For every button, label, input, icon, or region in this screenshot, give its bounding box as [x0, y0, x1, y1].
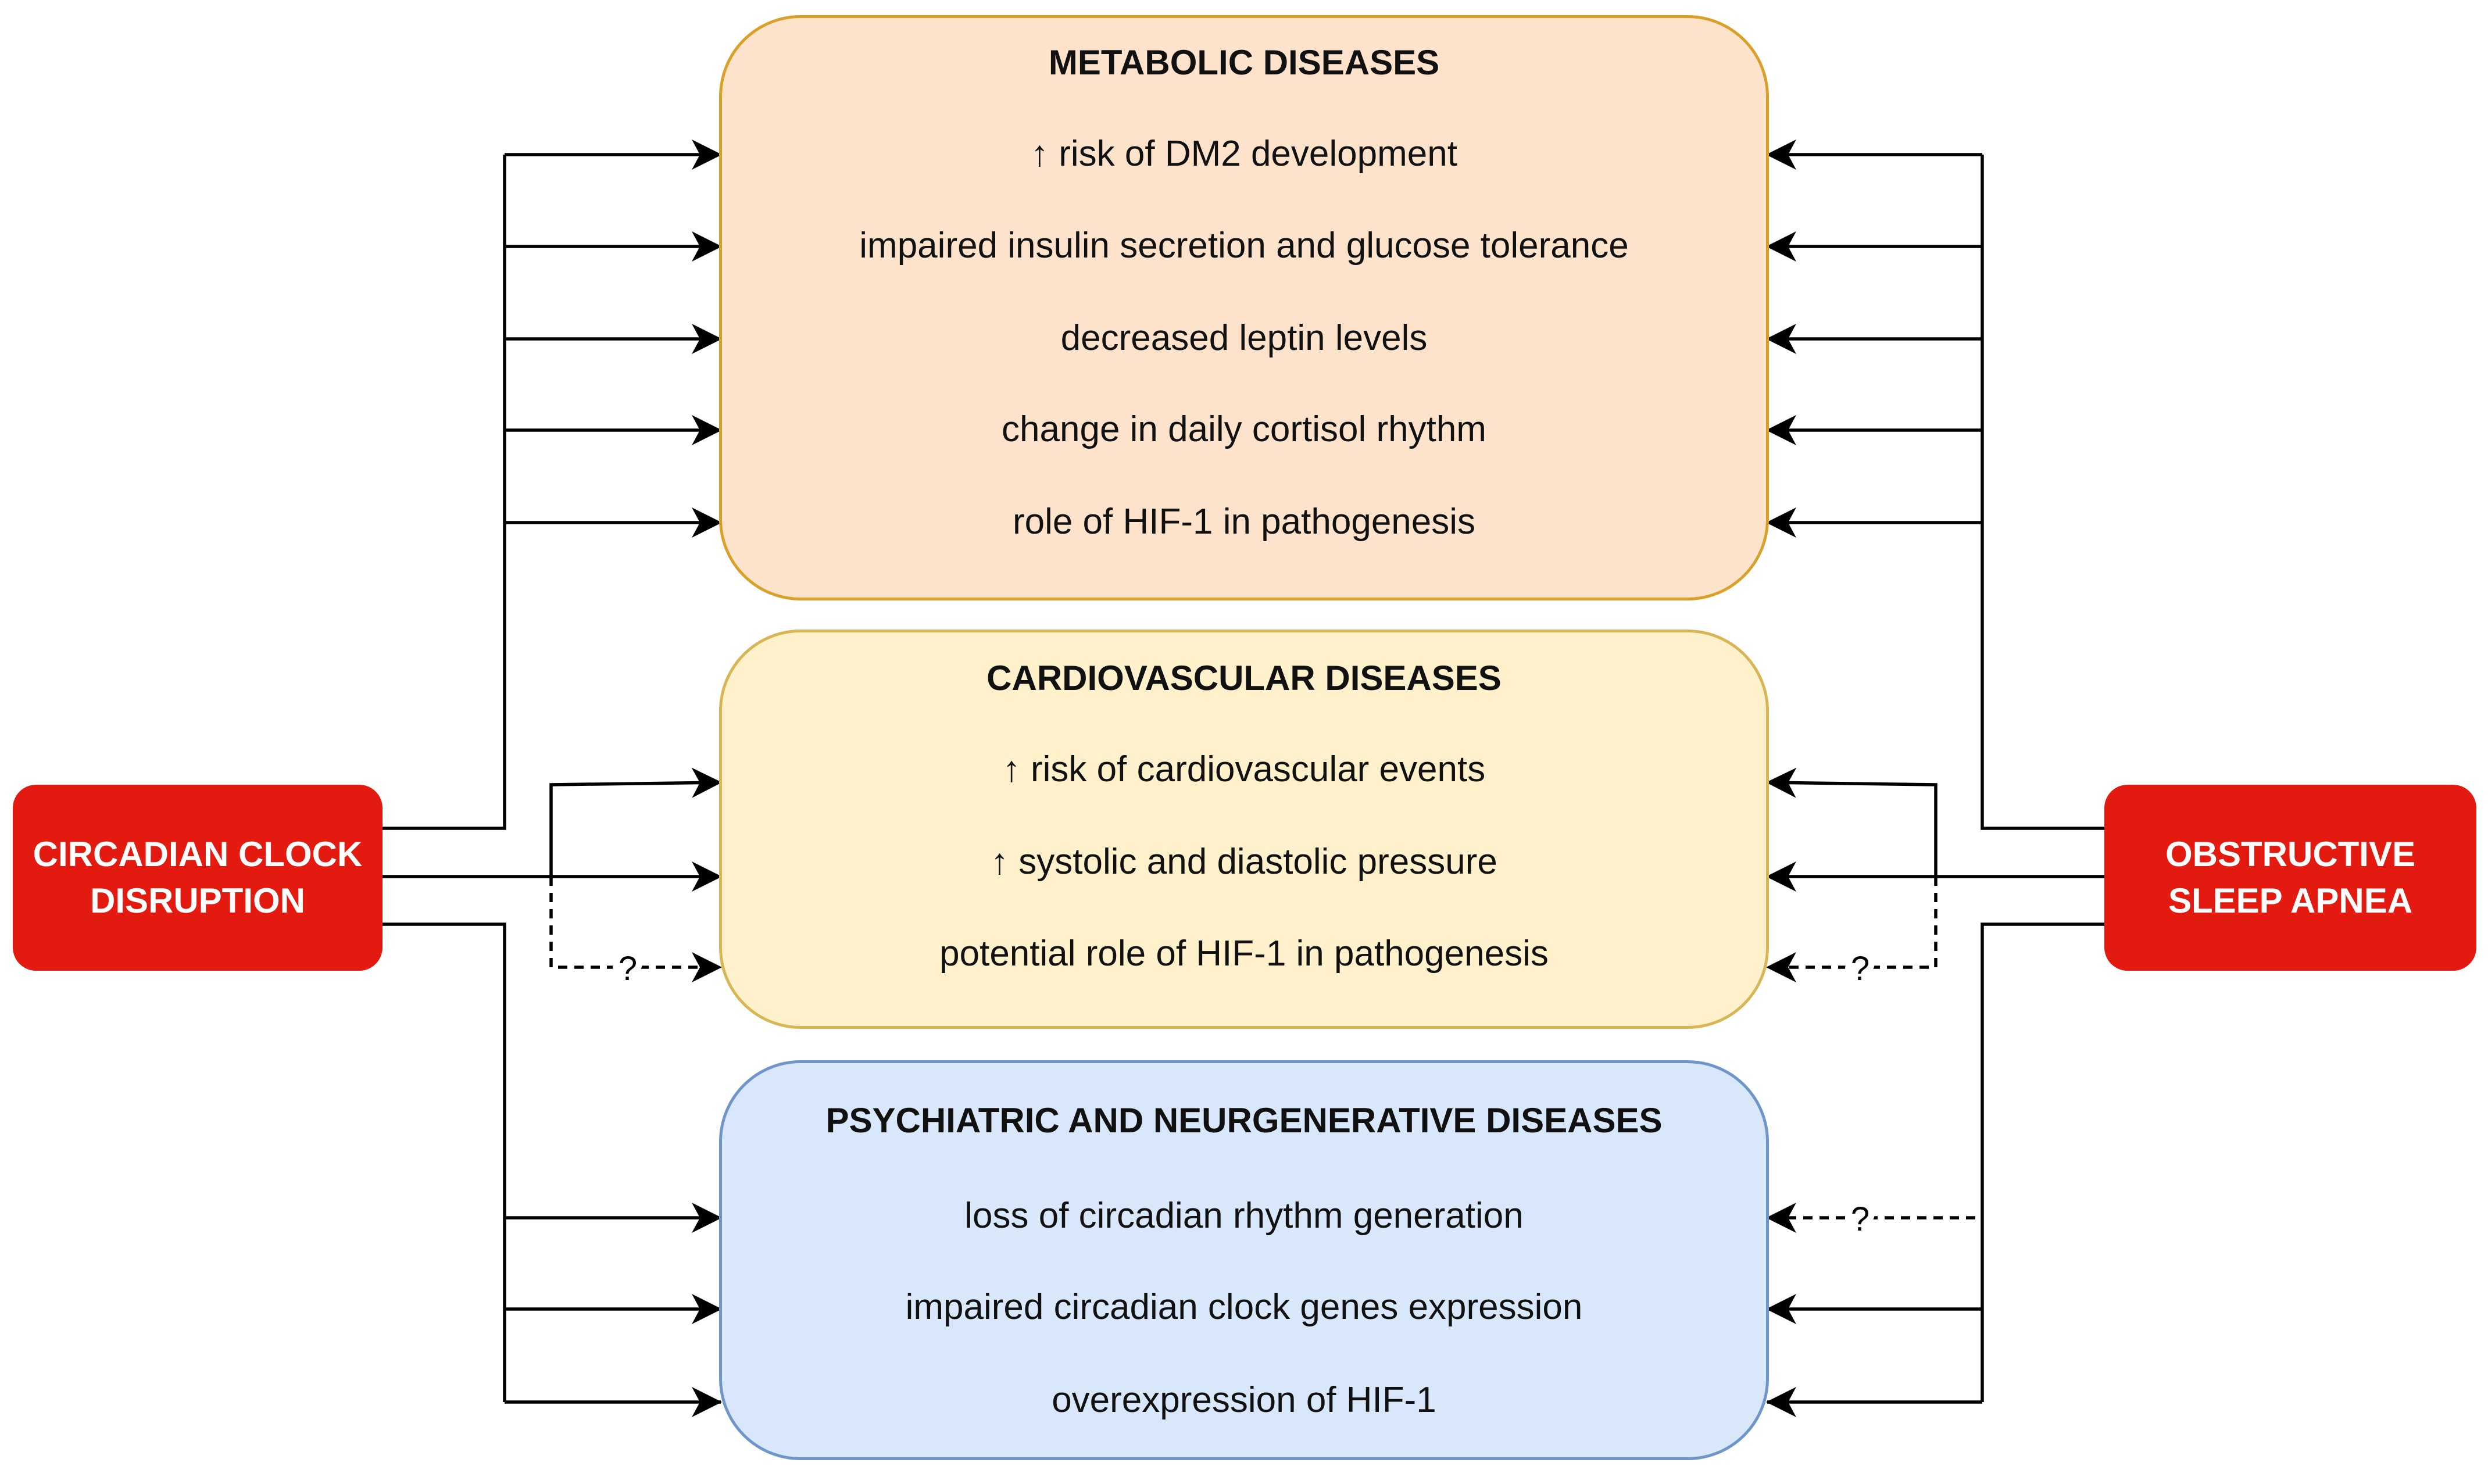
right-cardio-question-mark: ? [1851, 950, 1869, 988]
metabolic-item: role of HIF-1 in pathogenesis [1012, 502, 1476, 542]
cardio-item: ↑ risk of cardiovascular events [1002, 749, 1486, 789]
metabolic-panel-title: METABOLIC DISEASES [1048, 43, 1440, 82]
right-actor-line-2: SLEEP APNEA [2168, 881, 2413, 920]
right-trunk-metabolic [1981, 155, 2107, 830]
obstructive-sleep-apnea-node: OBSTRUCTIVE SLEEP APNEA [2104, 785, 2476, 971]
left-to-cardio-connectors: ? [381, 767, 722, 994]
psychiatric-neurodegenerative-diseases-panel: PSYCHIATRIC AND NEURGENERATIVE DISEASES … [719, 1060, 1769, 1460]
cardio-item: ↑ systolic and diastolic pressure [991, 842, 1497, 882]
right-trunk-psych [1981, 922, 2107, 1402]
cardiovascular-diseases-panel: CARDIOVASCULAR DISEASES ↑ risk of cardio… [719, 630, 1769, 1029]
cardio-item: potential role of HIF-1 in pathogenesis [939, 934, 1549, 974]
metabolic-item: decreased leptin levels [1060, 318, 1428, 358]
arrow-right-cardio-1 [1766, 767, 1938, 877]
arrow-left-cardio-1 [549, 767, 722, 877]
psych-panel-title: PSYCHIATRIC AND NEURGENERATIVE DISEASES [825, 1101, 1663, 1140]
psych-item: loss of circadian rhythm generation [964, 1196, 1524, 1236]
metabolic-diseases-panel: METABOLIC DISEASES ↑ risk of DM2 develop… [719, 15, 1769, 600]
right-psych-question-mark: ? [1851, 1200, 1869, 1238]
left-trunk-metabolic [381, 155, 506, 830]
circadian-clock-disruption-node: CIRCADIAN CLOCK DISRUPTION [13, 785, 383, 971]
cardio-panel-title: CARDIOVASCULAR DISEASES [986, 659, 1502, 698]
psych-item: overexpression of HIF-1 [1052, 1380, 1436, 1420]
right-to-metabolic-connectors [1766, 140, 2107, 830]
metabolic-item: change in daily cortisol rhythm [1002, 409, 1486, 449]
metabolic-item: ↑ risk of DM2 development [1031, 134, 1457, 174]
left-to-metabolic-connectors [381, 140, 722, 830]
left-trunk-psych [381, 922, 506, 1402]
arrow-right-cardio-3 [1766, 877, 1938, 982]
right-to-psych-connectors: ? [1766, 922, 2107, 1417]
left-actor-line-2: DISRUPTION [90, 881, 306, 920]
arrow-left-cardio-3 [549, 877, 722, 982]
right-actor-line-1: OBSTRUCTIVE [2165, 835, 2416, 874]
metabolic-item: impaired insulin secretion and glucose t… [859, 226, 1629, 266]
psych-item: impaired circadian clock genes expressio… [905, 1287, 1583, 1327]
left-cardio-question-mark: ? [619, 950, 637, 988]
left-actor-line-1: CIRCADIAN CLOCK [33, 835, 363, 874]
right-to-cardio-connectors: ? [1766, 767, 2107, 994]
left-to-psych-connectors [381, 922, 722, 1417]
